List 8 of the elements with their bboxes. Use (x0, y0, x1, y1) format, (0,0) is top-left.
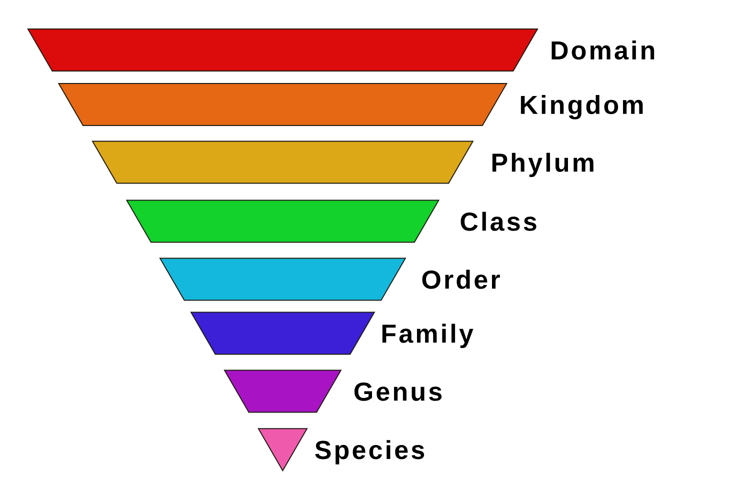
level-label: Phylum (492, 152, 594, 178)
level-label: Class (460, 212, 536, 231)
level-label: Genus (354, 382, 442, 401)
level-label: Kingdom (520, 95, 643, 120)
level-label: Family (382, 324, 474, 348)
level-label: Domain (552, 40, 654, 60)
level-label: Species (315, 440, 424, 464)
level-label: Order (422, 270, 500, 289)
